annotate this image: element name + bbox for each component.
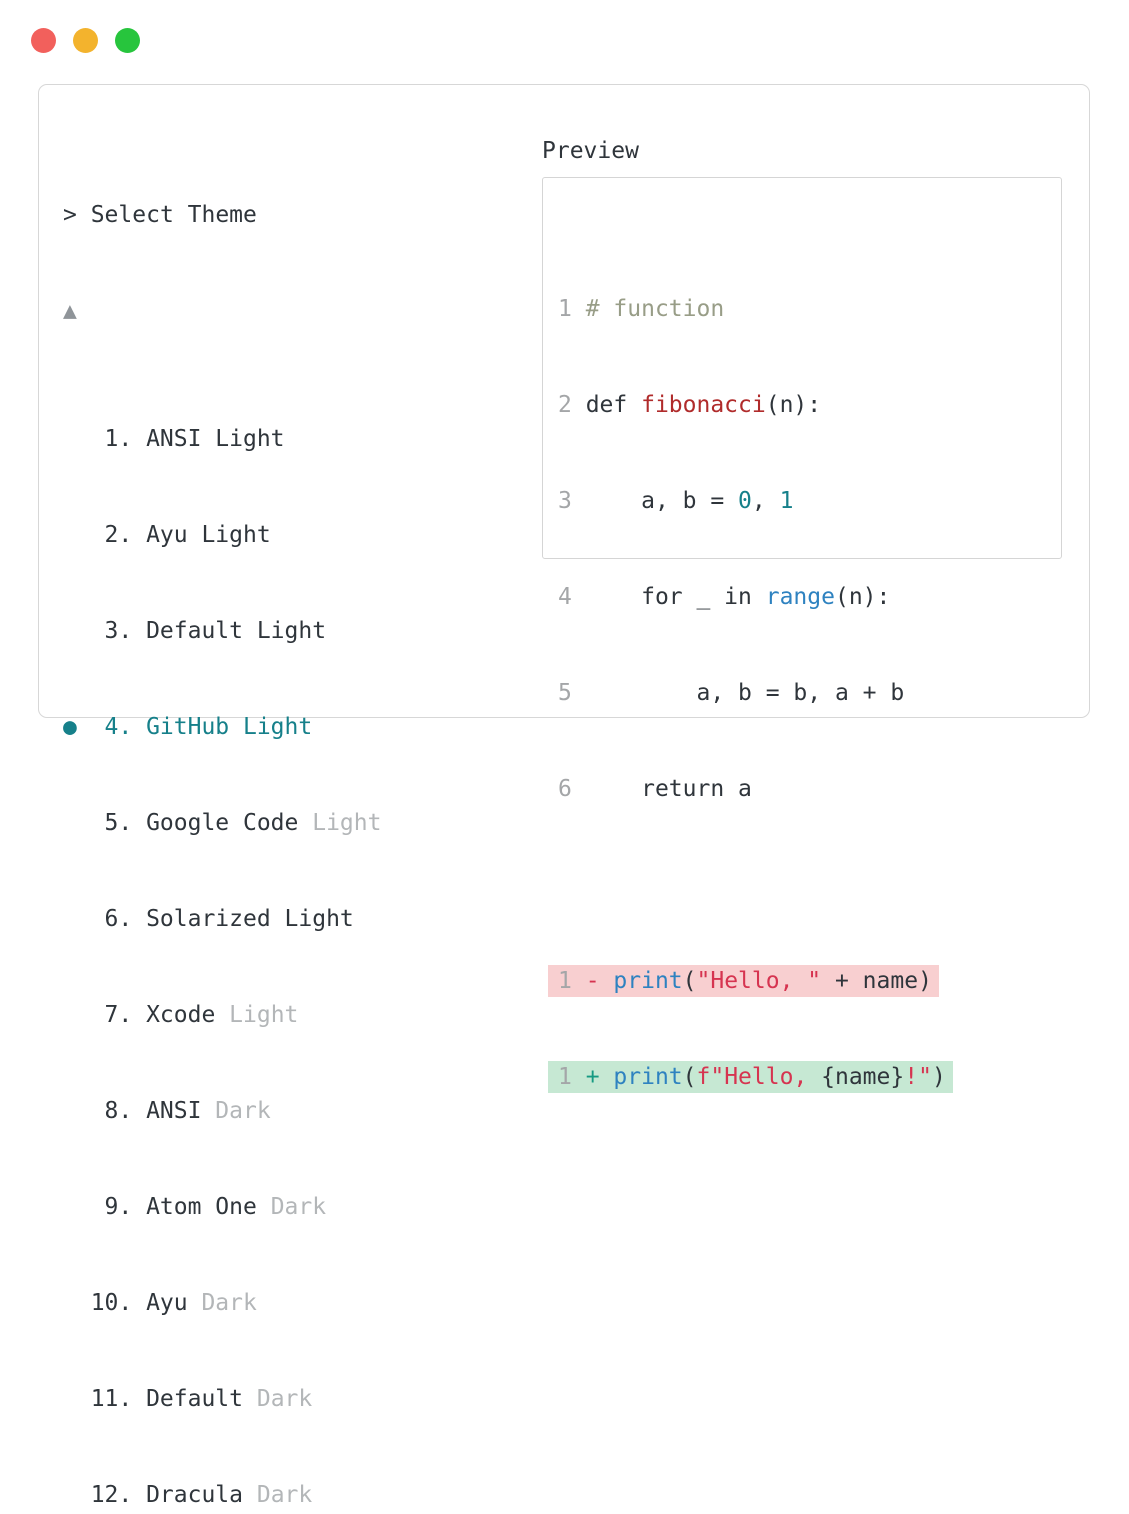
code-comment: # function [585, 296, 725, 322]
code-string: !" [904, 1064, 932, 1090]
theme-list-item[interactable]: 7. Xcode Light [63, 999, 880, 1031]
item-name: GitHub Light [146, 714, 313, 740]
preview-label: Preview [542, 138, 639, 164]
item-number: 8. [104, 1098, 133, 1124]
code-number-literal: 0 [738, 488, 752, 514]
theme-list-item[interactable]: 2. Ayu Light [63, 519, 880, 551]
selection-bullet-icon: ● [63, 714, 77, 740]
item-name: Google Code [146, 810, 299, 836]
item-suffix: Dark [243, 1482, 313, 1508]
item-suffix: Light [215, 1002, 299, 1028]
prompt-line: > Select Theme [63, 199, 880, 231]
theme-list-item[interactable]: 10. Ayu Dark [63, 1287, 880, 1319]
theme-list-item[interactable]: 8. ANSI Dark [63, 1095, 880, 1127]
code-text: ( [682, 968, 697, 994]
code-text: ) [931, 1064, 946, 1090]
item-number: 1. [104, 426, 133, 452]
item-name: Atom One [146, 1194, 257, 1220]
line-number: 6 [558, 776, 572, 802]
item-suffix: Light [298, 810, 382, 836]
item-name: Ayu [146, 1290, 188, 1316]
item-number: 7. [104, 1002, 133, 1028]
diff-removed-line: 1- print("Hello, " + name) [548, 965, 1061, 997]
line-number: 2 [558, 392, 572, 418]
code-line: 2 def fibonacci(n): [558, 389, 1061, 421]
diff-plus-sign: + [585, 1064, 614, 1090]
item-number: 2. [104, 522, 133, 548]
zoom-window-icon[interactable] [115, 28, 140, 53]
item-name: ANSI [146, 1098, 202, 1124]
theme-list-item[interactable]: 6. Solarized Light [63, 903, 880, 935]
item-number: 10. [90, 1290, 133, 1316]
item-name: Default [146, 1386, 243, 1412]
item-name: Default Light [146, 618, 327, 644]
item-suffix: Dark [256, 1194, 327, 1220]
code-string: "Hello, " [696, 968, 822, 994]
code-line-blank [558, 869, 1061, 901]
code-builtin: print [613, 1064, 683, 1090]
window-controls [31, 28, 140, 53]
theme-list-item[interactable]: 12. Dracula Dark [63, 1479, 880, 1511]
code-line: 5 a, b = b, a + b [558, 677, 1061, 709]
diff-minus-sign: - [585, 968, 614, 994]
theme-list-item[interactable]: 5. Google Code Light [63, 807, 880, 839]
item-suffix: Dark [201, 1098, 271, 1124]
code-builtin: range [765, 584, 835, 610]
code-line: 3 a, b = 0, 1 [558, 485, 1061, 517]
theme-list-item[interactable]: 1. ANSI Light [63, 423, 880, 455]
page-title: Select Theme [90, 202, 257, 228]
item-name: Xcode [146, 1002, 216, 1028]
item-name: ANSI Light [146, 426, 285, 452]
line-number: 1 [558, 296, 572, 322]
code-line: 6 return a [558, 773, 1061, 805]
item-number: 9. [104, 1194, 133, 1220]
code-builtin: print [613, 968, 683, 994]
line-number: 3 [558, 488, 572, 514]
item-number: 11. [90, 1386, 133, 1412]
code-text: a, b = [585, 488, 739, 514]
close-window-icon[interactable] [31, 28, 56, 53]
code-text: for _ in [585, 584, 766, 610]
code-line: 1 # function [558, 293, 1061, 325]
item-suffix: Dark [243, 1386, 313, 1412]
item-number: 3. [104, 618, 133, 644]
item-name: Dracula [146, 1482, 243, 1508]
code-text: (n): [765, 392, 822, 418]
screen: > Select Theme ▲ 1. ANSI Light 2. Ayu Light… [31, 28, 1090, 1508]
code-line: 4 for _ in range(n): [558, 581, 1061, 613]
theme-picker-window: > Select Theme ▲ 1. ANSI Light 2. Ayu Light… [38, 84, 1090, 1508]
code-text: , [751, 488, 780, 514]
code-text: ( [682, 1064, 697, 1090]
theme-list-item-selected[interactable]: ● 4. GitHub Light [63, 711, 880, 743]
code-string: f"Hello, [696, 1064, 822, 1090]
theme-list-item[interactable]: 11. Default Dark [63, 1383, 880, 1415]
prompt-caret: > [63, 202, 77, 228]
line-number: 4 [558, 584, 572, 610]
item-number: 12. [90, 1482, 133, 1508]
code-text: (n): [834, 584, 891, 610]
code-function-name: fibonacci [641, 392, 766, 418]
code-keyword: def [585, 392, 642, 418]
line-number: 5 [558, 680, 572, 706]
code-text: a, b = b, a + b [585, 680, 905, 706]
code-text: {name} [821, 1064, 905, 1090]
code-text: return a [585, 776, 752, 802]
code-number-literal: 1 [779, 488, 794, 514]
item-number: 4. [104, 714, 133, 740]
item-number: 6. [104, 906, 133, 932]
scroll-up-icon[interactable]: ▲ [63, 298, 77, 324]
item-number: 5. [104, 810, 133, 836]
theme-list-item[interactable]: 3. Default Light [63, 615, 880, 647]
minimize-window-icon[interactable] [73, 28, 98, 53]
line-number: 1 [558, 968, 572, 994]
diff-added-line: 1 + print(f"Hello, {name}!") [548, 1061, 1061, 1093]
item-name: Solarized Light [146, 906, 354, 932]
item-name: Ayu Light [146, 522, 271, 548]
theme-list-item[interactable]: 9. Atom One Dark [63, 1191, 880, 1223]
line-number: 1 [558, 1064, 572, 1090]
item-suffix: Dark [187, 1290, 257, 1316]
code-text: + name) [821, 968, 932, 994]
